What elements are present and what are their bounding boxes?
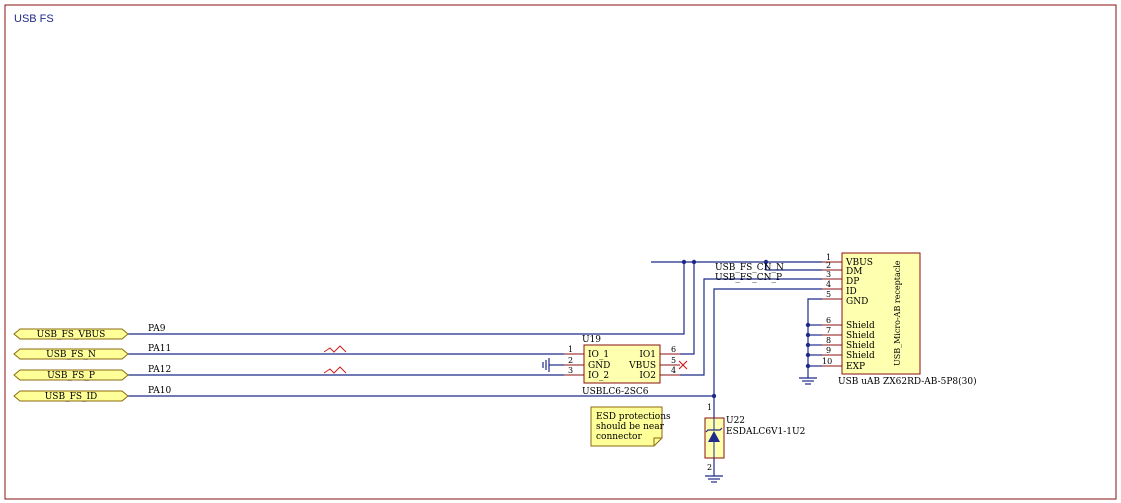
svg-text:connector: connector <box>596 432 642 442</box>
svg-text:6: 6 <box>671 345 676 354</box>
svg-text:8: 8 <box>826 336 831 345</box>
svg-text:1: 1 <box>707 403 712 412</box>
wire-connector-gnd <box>807 298 822 366</box>
u22-component[interactable]: 1 2 U22 ESDALC6V1-1U2 <box>704 403 805 472</box>
net-label-cn-n: USB_FS_CN_N <box>715 263 784 273</box>
svg-text:4: 4 <box>826 280 831 289</box>
svg-text:5: 5 <box>671 356 676 365</box>
connector-body-text: USB_Micro-AB receptacle <box>893 260 902 366</box>
port-usb-fs-id[interactable]: USB_FS_ID <box>13 390 129 402</box>
wire-vbus <box>128 262 685 335</box>
svg-text:EXP: EXP <box>846 362 865 372</box>
svg-text:GND: GND <box>588 361 610 371</box>
svg-text:Shield: Shield <box>846 331 875 341</box>
net-label-cn-p: USB_FS_CN_P <box>715 273 782 283</box>
svg-text:ID: ID <box>846 287 857 297</box>
svg-text:10: 10 <box>822 357 832 366</box>
svg-text:USB_FS_VBUS: USB_FS_VBUS <box>37 330 106 340</box>
svg-text:4: 4 <box>671 366 676 375</box>
ground-symbol <box>799 375 817 385</box>
svg-text:1: 1 <box>826 253 831 262</box>
note-body <box>590 406 663 447</box>
net-label-pa9: PA9 <box>148 324 166 334</box>
u19-designator: U19 <box>582 335 601 345</box>
svg-text:IO2: IO2 <box>639 371 656 381</box>
svg-text:USB_FS_N: USB_FS_N <box>46 350 96 360</box>
sheet-title: USB FS <box>14 13 54 25</box>
port-usb-fs-n[interactable]: USB_FS_N <box>13 348 129 360</box>
no-connect-marker <box>678 360 688 370</box>
junction <box>805 322 811 328</box>
svg-text:Shield: Shield <box>846 341 875 351</box>
svg-text:ESD protections: ESD protections <box>596 412 671 422</box>
svg-text:IO_2: IO_2 <box>588 371 609 381</box>
svg-text:USB_FS_P: USB_FS_P <box>47 371 95 381</box>
u19-component[interactable]: U19 USBLC6-2SC6 1 2 3 IO_1 GND IO_2 6 5 … <box>564 335 680 397</box>
svg-text:2: 2 <box>826 261 831 270</box>
svg-text:5: 5 <box>826 290 831 299</box>
junction <box>691 259 697 265</box>
svg-text:USB_FS_ID: USB_FS_ID <box>45 392 98 402</box>
svg-text:3: 3 <box>568 366 573 375</box>
svg-text:IO_1: IO_1 <box>588 350 609 360</box>
svg-text:IO1: IO1 <box>639 350 656 360</box>
u19-body <box>583 344 661 384</box>
svg-text:7: 7 <box>826 326 831 335</box>
junction <box>805 342 811 348</box>
svg-text:6: 6 <box>826 316 831 325</box>
net-label-pa10: PA10 <box>148 386 171 396</box>
u22-designator: U22 <box>726 416 745 426</box>
esd-note: ESD protections should be near connector <box>590 406 671 447</box>
wire-cn-n <box>765 262 822 271</box>
sheet-border <box>4 4 1117 500</box>
connector-body <box>841 252 921 375</box>
svg-text:DM: DM <box>846 267 862 277</box>
wire-cn-p <box>680 278 822 376</box>
ground-symbol <box>542 358 550 372</box>
svg-text:should be near: should be near <box>596 422 665 432</box>
junction <box>805 352 811 358</box>
junction <box>681 259 687 265</box>
net-label-pa11: PA11 <box>148 344 171 354</box>
diff-pair-marker <box>323 345 347 353</box>
connector-part: USB uAB ZX62RD-AB-5P8(30) <box>838 376 977 387</box>
junction <box>711 393 717 399</box>
port-usb-fs-vbus[interactable]: USB_FS_VBUS <box>13 328 129 340</box>
port-usb-fs-p[interactable]: USB_FS_P <box>13 369 129 381</box>
junction <box>763 259 769 265</box>
u22-part: ESDALC6V1-1U2 <box>726 427 805 437</box>
usb-connector[interactable]: 1 2 3 4 5 6 7 8 9 10 VBUS DM DP ID GND S… <box>822 252 977 387</box>
wire-pa10-id <box>128 288 822 397</box>
svg-text:VBUS: VBUS <box>628 361 656 371</box>
junction <box>805 332 811 338</box>
svg-text:Shield: Shield <box>846 321 875 331</box>
diode-symbol-icon <box>708 431 720 442</box>
wire-u19-6 <box>680 262 695 355</box>
junction <box>805 363 811 369</box>
svg-text:1: 1 <box>568 345 573 354</box>
svg-text:2: 2 <box>707 463 712 472</box>
svg-text:9: 9 <box>826 346 831 355</box>
svg-text:DP: DP <box>846 277 859 287</box>
svg-text:3: 3 <box>826 270 831 279</box>
svg-text:GND: GND <box>846 297 868 307</box>
diff-pair-marker <box>323 366 347 374</box>
ground-symbol <box>705 475 723 483</box>
net-label-pa12: PA12 <box>148 365 171 375</box>
svg-text:2: 2 <box>568 356 573 365</box>
svg-text:VBUS: VBUS <box>845 258 873 268</box>
svg-text:Shield: Shield <box>846 351 875 361</box>
u19-part: USBLC6-2SC6 <box>582 387 649 397</box>
